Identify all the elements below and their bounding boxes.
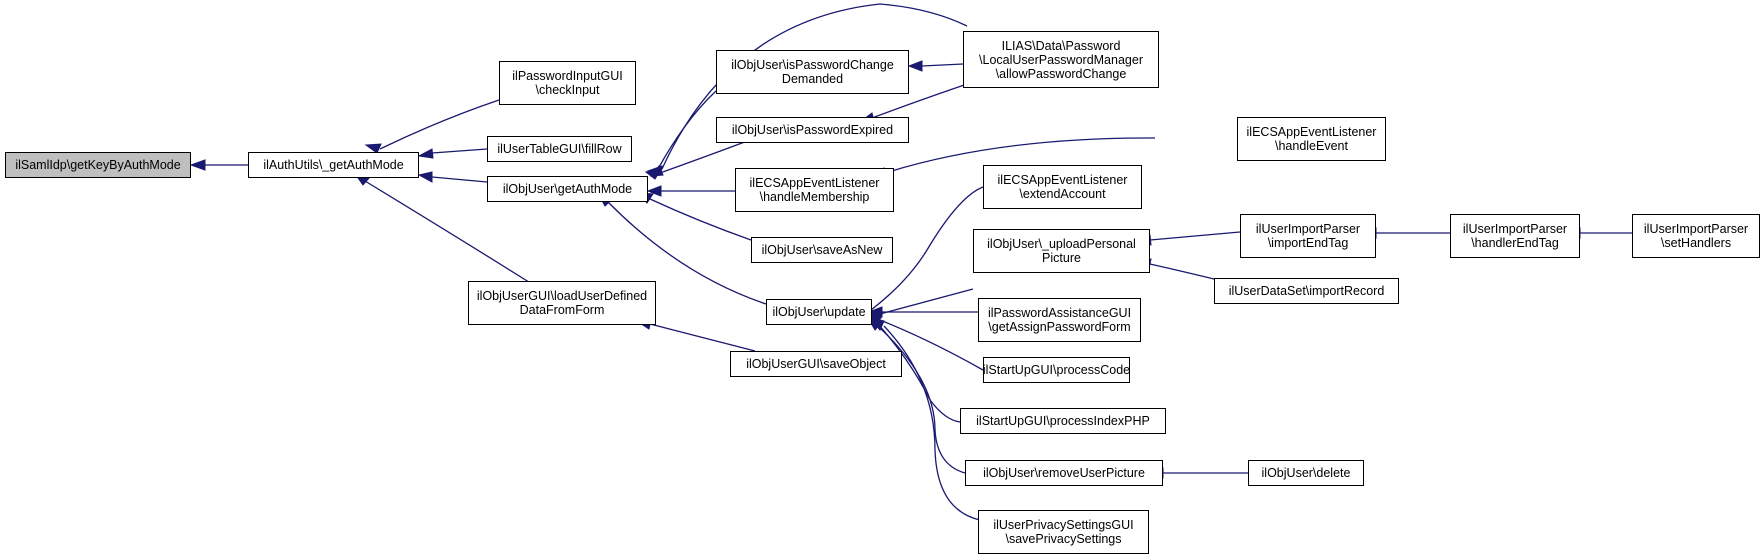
edge-n7-to-n4: [659, 139, 751, 174]
edge-n19-to-n10: [879, 327, 966, 474]
node-label-line: \handleMembership: [759, 190, 870, 204]
node-label-line: ilObjUser\isPasswordExpired: [731, 123, 894, 137]
node-label-line: ILIAS\Data\Password: [1001, 38, 1121, 53]
graph-node-n7[interactable]: ilObjUser\isPasswordExpired: [716, 117, 909, 143]
graph-node-n8[interactable]: ilECSAppEventListener\handleMembership: [735, 168, 894, 212]
node-label-line: ilSamlIdp\getKeyByAuthMode: [15, 158, 181, 172]
edge-n21-to-n15: [1149, 231, 1241, 241]
edge-n10-to-n4: [607, 201, 767, 305]
edge-n20-to-n10: [883, 325, 981, 521]
arrowhead: [868, 317, 885, 331]
node-label-line: DataFromForm: [519, 303, 605, 317]
node-label-line: ilObjUser\saveAsNew: [761, 243, 883, 257]
arrowhead: [189, 159, 206, 171]
graph-node-n25[interactable]: ilObjUser\delete: [1248, 460, 1364, 486]
edge-n13-to-n8: [884, 137, 1156, 174]
node-label-line: ilStartUpGUI\processIndexPHP: [976, 414, 1150, 428]
node-label-line: ilECSAppEventListener: [749, 176, 880, 190]
edge-n6-to-n4: [657, 90, 717, 170]
node-label-line: \handleEvent: [1275, 139, 1348, 153]
graph-node-n13[interactable]: ilECSAppEventListener\handleEvent: [1237, 117, 1386, 161]
node-label-line: \getAssignPasswordForm: [988, 320, 1131, 334]
arrowhead: [417, 148, 434, 159]
graph-node-n0: ilSamlIdp\getKeyByAuthMode: [5, 152, 191, 178]
edge-n12-to-n7: [871, 81, 974, 119]
node-label-line: ilStartUpGUI\processCode: [982, 363, 1131, 377]
arrowhead: [417, 171, 433, 183]
node-label-line: Picture: [1042, 251, 1081, 265]
graph-node-n18[interactable]: ilStartUpGUI\processIndexPHP: [960, 408, 1166, 434]
node-label-line: ilObjUserGUI\saveObject: [746, 357, 886, 371]
node-label-line: ilPasswordInputGUI: [512, 69, 623, 83]
arrowhead: [907, 60, 923, 72]
edge-n17-to-n10: [879, 319, 984, 371]
graph-node-n3[interactable]: ilUserTableGUI\fillRow: [487, 136, 632, 162]
edge-n5-to-n1: [364, 180, 533, 285]
graph-node-n23[interactable]: ilUserImportParser\handlerEndTag: [1450, 214, 1580, 258]
node-label-line: ilObjUser\isPasswordChange: [731, 58, 894, 72]
graph-node-n12[interactable]: ILIAS\Data\Password\LocalUserPasswordMan…: [963, 31, 1159, 88]
node-label-line: ilUserDataSet\importRecord: [1228, 284, 1385, 298]
edge-n9-to-n4: [649, 198, 752, 241]
node-label-line: ilObjUser\delete: [1261, 466, 1351, 480]
graph-node-n16[interactable]: ilPasswordAssistanceGUI\getAssignPasswor…: [978, 298, 1141, 342]
node-label-line: ilAuthUtils\_getAuthMode: [263, 158, 404, 172]
graph-node-n14[interactable]: ilECSAppEventListener\extendAccount: [983, 165, 1142, 209]
node-label-line: \setHandlers: [1660, 236, 1732, 250]
edge-n12-to-n6: [921, 63, 964, 67]
edge-n2-to-n1: [379, 99, 500, 150]
node-label-line: ilECSAppEventListener: [1246, 125, 1377, 139]
node-label-line: \importEndTag: [1267, 236, 1349, 250]
graph-node-n11[interactable]: ilObjUserGUI\saveObject: [730, 351, 902, 377]
arrowhead: [646, 185, 662, 197]
node-label-line: ilObjUser\removeUserPicture: [983, 466, 1145, 480]
node-label-line: \checkInput: [535, 83, 600, 97]
node-label-line: \allowPasswordChange: [995, 66, 1127, 81]
node-label-line: ilUserImportParser: [1643, 222, 1749, 236]
node-label-line: ilECSAppEventListener: [997, 173, 1128, 187]
edge-n3-to-n1: [431, 148, 488, 154]
graph-node-n24[interactable]: ilUserImportParser\setHandlers: [1632, 214, 1760, 258]
node-label-line: ilObjUser\_uploadPersonal: [987, 237, 1136, 251]
node-label-line: ilObjUser\update: [772, 305, 866, 319]
graph-node-n9[interactable]: ilObjUser\saveAsNew: [751, 237, 893, 263]
edge-n4-to-n1: [431, 176, 488, 183]
edge-n12-to-n4: [661, 3, 968, 170]
graph-node-n4[interactable]: ilObjUser\getAuthMode: [487, 176, 648, 202]
graph-node-n21[interactable]: ilUserImportParser\importEndTag: [1240, 214, 1376, 258]
graph-node-n1[interactable]: ilAuthUtils\_getAuthMode: [248, 152, 419, 178]
edge-n14-to-n10: [870, 186, 984, 311]
graph-node-n20[interactable]: ilUserPrivacySettingsGUI\savePrivacySett…: [978, 510, 1149, 554]
graph-node-n22[interactable]: ilUserDataSet\importRecord: [1214, 278, 1399, 304]
node-label-line: ilUserTableGUI\fillRow: [497, 142, 622, 156]
node-label-line: \savePrivacySettings: [1005, 532, 1122, 546]
node-label-line: ilUserImportParser: [1462, 222, 1568, 236]
node-label-line: \handlerEndTag: [1471, 236, 1559, 250]
graph-node-n2[interactable]: ilPasswordInputGUI\checkInput: [499, 61, 636, 105]
node-label-line: ilObjUser\getAuthMode: [502, 182, 633, 196]
edge-n11-to-n5: [649, 323, 756, 352]
node-label-line: \extendAccount: [1019, 187, 1106, 201]
arrowhead: [644, 170, 661, 180]
edge-n15-to-n10: [879, 288, 974, 315]
graph-node-n10[interactable]: ilObjUser\update: [766, 299, 872, 325]
node-label-line: ilPasswordAssistanceGUI: [987, 306, 1132, 320]
node-label-line: ilUserPrivacySettingsGUI: [993, 518, 1134, 532]
node-label-line: ilUserImportParser: [1255, 222, 1361, 236]
graph-node-n19[interactable]: ilObjUser\removeUserPicture: [965, 460, 1163, 486]
node-label-line: ilObjUserGUI\loadUserDefined: [476, 289, 648, 303]
graph-node-n17[interactable]: ilStartUpGUI\processCode: [983, 357, 1130, 383]
node-label-line: \LocalUserPasswordManager: [979, 52, 1143, 67]
arrowhead: [364, 143, 382, 154]
node-label-line: Demanded: [781, 72, 844, 86]
